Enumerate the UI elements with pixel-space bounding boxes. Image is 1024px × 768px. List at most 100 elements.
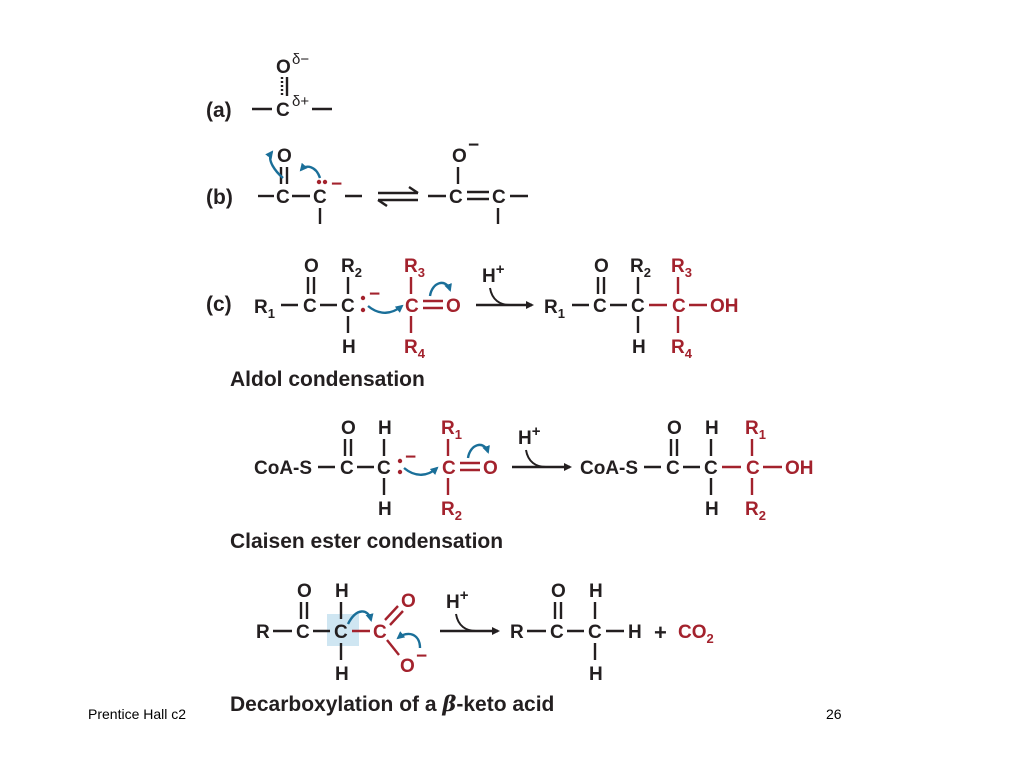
panel-a: (a) O δ− C δ+ [206, 51, 332, 122]
c-c1: C [303, 296, 317, 317]
b-right-c1: C [449, 187, 463, 208]
cl-prod-oh: OH [785, 458, 814, 479]
d-prod-r: R [510, 622, 524, 643]
d-c3: C [373, 622, 387, 643]
d-prod-h-top: H [589, 581, 603, 602]
cl-c1: C [340, 458, 354, 479]
cl-prod-coa: CoA-S [580, 458, 638, 479]
d-prod-h-right: H [628, 622, 642, 643]
curved-arrow [299, 162, 322, 179]
b-left-c2: C [313, 187, 327, 208]
lone-pair-dot [316, 179, 322, 185]
cl-prod-r1: R1 [745, 418, 766, 442]
curved-arrow [396, 631, 422, 649]
lone-pair-dot [397, 458, 403, 464]
footer-credit: Prentice Hall c2 [88, 706, 187, 722]
curved-arrow [346, 610, 374, 625]
c-prod-oh: OH [710, 296, 739, 317]
cl-prod-o: O [667, 418, 682, 439]
curved-arrow [265, 150, 284, 179]
c-r3: R3 [404, 256, 425, 280]
d-o: O [297, 581, 312, 602]
panel-c-label: (c) [206, 293, 232, 316]
cl-r1: R1 [441, 418, 462, 442]
cl-o: O [341, 418, 356, 439]
curved-arrow [428, 281, 452, 297]
c-prod-c3: C [672, 296, 686, 317]
panel-decarboxylation: R C O C H H C O O − H+ R C O [230, 581, 714, 716]
d-o-charge: − [416, 646, 427, 667]
d-c2: C [334, 622, 348, 643]
c-c2: C [341, 296, 355, 317]
c-r4: R4 [404, 337, 426, 361]
c-prod-c1: C [593, 296, 607, 317]
c-h: H [342, 337, 356, 358]
curved-arrow [466, 443, 490, 459]
b-right-o: O [452, 146, 467, 167]
cl-c3: C [442, 458, 456, 479]
carbonyl-carbon: C [276, 100, 290, 121]
cl-prod-h-bot: H [705, 499, 719, 520]
c-r1: R1 [254, 297, 275, 321]
d-h-bot: H [335, 664, 349, 685]
cl-r2: R2 [441, 499, 462, 523]
cl-c2: C [377, 458, 391, 479]
d-c1: C [296, 622, 310, 643]
d-h-top: H [335, 581, 349, 602]
b-left-charge: − [331, 174, 342, 195]
d-prod-h-bot: H [589, 664, 603, 685]
c-prod-r1: R1 [544, 297, 565, 321]
carbonyl-oxygen: O [276, 57, 291, 78]
d-co2: CO2 [678, 622, 714, 646]
cl-charge: − [405, 447, 416, 468]
cl-prod-c2: C [704, 458, 718, 479]
panel-a-label: (a) [206, 99, 232, 122]
c-o2: O [446, 296, 461, 317]
c-o: O [304, 256, 319, 277]
lone-pair-dot [322, 179, 328, 185]
c-prod-r2: R2 [630, 256, 651, 280]
b-right-o-charge: − [468, 135, 479, 156]
panel-b-label: (b) [206, 186, 233, 209]
c-prod-c2: C [631, 296, 645, 317]
cl-prod-r2: R2 [745, 499, 766, 523]
d-prod-c1: C [550, 622, 564, 643]
cl-prod-c3: C [746, 458, 760, 479]
b-right-c2: C [492, 187, 506, 208]
d-prod-o: O [551, 581, 566, 602]
c-r2: R2 [341, 256, 362, 280]
cl-prod-c1: C [666, 458, 680, 479]
d-hplus: H+ [446, 587, 469, 613]
lone-pair-dot [397, 469, 403, 475]
panel-b: (b) C O C − C O − C [206, 135, 528, 224]
d-o-bot: O [400, 656, 415, 677]
lone-pair-dot [360, 307, 366, 313]
cl-hplus: H+ [518, 423, 541, 449]
cl-o2: O [483, 458, 498, 479]
c-hplus: H+ [482, 261, 505, 287]
delta-plus-label: δ+ [292, 93, 309, 110]
d-plus: + [654, 620, 667, 645]
curved-arrow [367, 304, 404, 314]
cl-h-bot: H [378, 499, 392, 520]
b-left-c1: C [276, 187, 290, 208]
panel-claisen: CoA-S C O C H H − R1 C O R2 H+ CoA-S [230, 418, 814, 553]
c-prod-r3: R3 [671, 256, 692, 280]
cl-prod-h-top: H [705, 418, 719, 439]
curved-arrow [403, 466, 439, 476]
delta-minus-label: δ− [292, 51, 309, 68]
c-prod-r4: R4 [671, 337, 693, 361]
panel-c-aldol: (c) R1 C O C R2 H − R3 C O R4 H+ [206, 256, 739, 391]
cl-coa: CoA-S [254, 458, 312, 479]
decarboxylation-caption: Decarboxylation of a β-keto acid [230, 691, 554, 716]
d-r: R [256, 622, 270, 643]
lone-pair-dot [360, 295, 366, 301]
slide-number: 26 [826, 706, 842, 722]
c-c3: C [405, 296, 419, 317]
d-prod-c2: C [588, 622, 602, 643]
cl-h-top: H [378, 418, 392, 439]
c-prod-h: H [632, 337, 646, 358]
claisen-caption: Claisen ester condensation [230, 530, 503, 553]
